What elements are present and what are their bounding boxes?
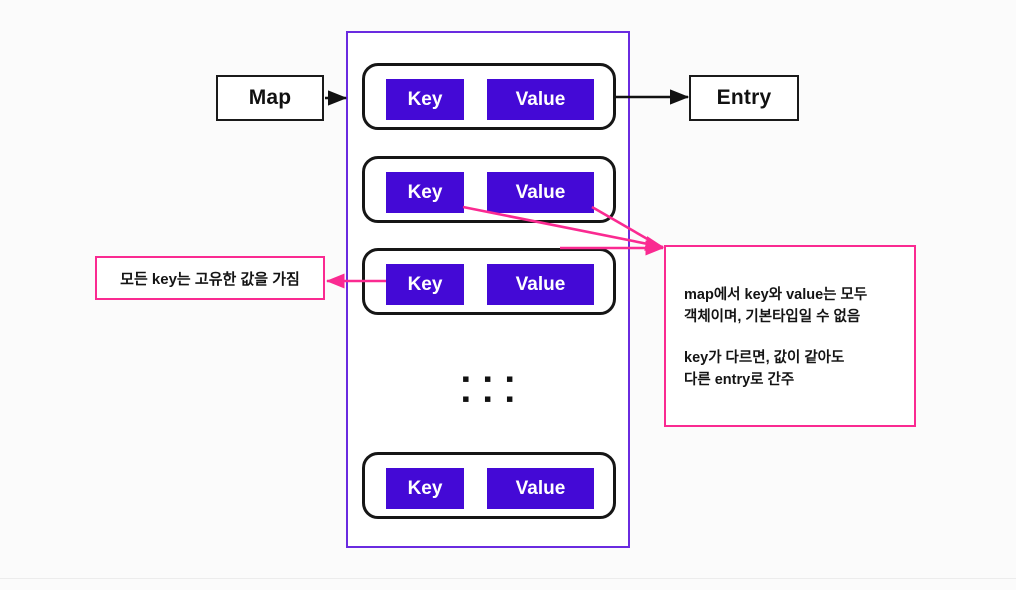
value-cell: Value xyxy=(487,468,594,509)
value-cell: Value xyxy=(487,264,594,305)
entry-row: Key Value xyxy=(362,248,616,315)
entry-row: Key Value xyxy=(362,452,616,519)
entry-box: Entry xyxy=(689,75,799,121)
key-cell: Key xyxy=(386,79,464,120)
object-note-paragraph-1: map에서 key와 value는 모두 객체이며, 기본타입일 수 없음 xyxy=(684,287,868,326)
map-box: Map xyxy=(216,75,324,121)
value-cell: Value xyxy=(487,79,594,120)
object-note-paragraph-2: key가 다르면, 값이 같아도 다른 entry로 간주 xyxy=(684,349,845,389)
unique-key-note-text: 모든 key는 고유한 값을 가짐 xyxy=(120,270,300,288)
entry-row: Key Value xyxy=(362,156,616,223)
map-box-label: Map xyxy=(248,86,292,109)
entry-box-label: Entry xyxy=(716,86,772,109)
value-cell: Value xyxy=(487,172,594,213)
ellipsis-dots: ▪ ▪ ▪ ▪ ▪ ▪ xyxy=(462,366,518,411)
unique-key-note: 모든 key는 고유한 값을 가짐 xyxy=(95,256,325,300)
object-note: map에서 key와 value는 모두 객체이며, 기본타입일 수 없음 ke… xyxy=(664,245,916,427)
key-cell: Key xyxy=(386,264,464,305)
key-cell: Key xyxy=(386,468,464,509)
entry-row: Key Value xyxy=(362,63,616,130)
key-cell: Key xyxy=(386,172,464,213)
bottom-divider xyxy=(0,578,1016,579)
